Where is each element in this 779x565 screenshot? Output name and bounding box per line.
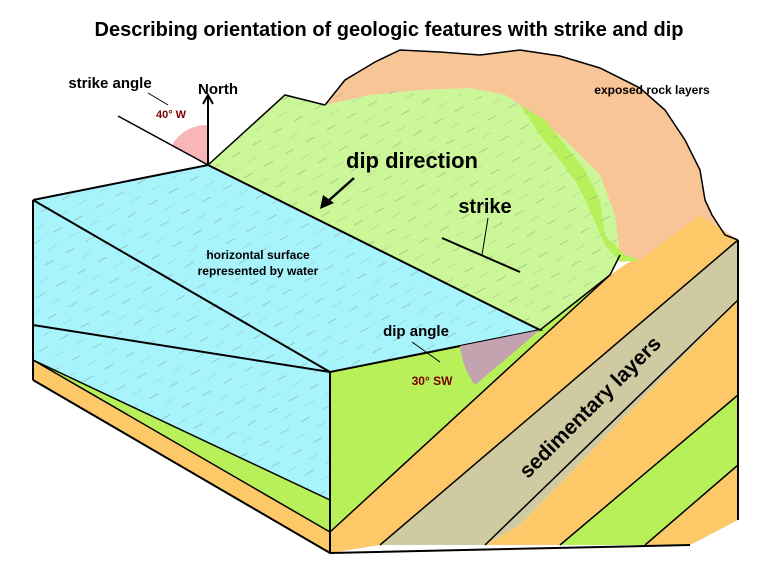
- right-layer-orange: [330, 215, 738, 553]
- strike-line: [441, 237, 521, 273]
- strike-label: strike: [458, 196, 511, 218]
- north-arrow-icon: [202, 92, 214, 105]
- dip-direction-arrow-shaft: [325, 177, 355, 204]
- outline-layer-line-1: [32, 359, 331, 501]
- north-label: North: [198, 81, 238, 98]
- right-layer-orange-2: [485, 300, 738, 545]
- horizontal-surface-label-1: horizontal surface: [206, 248, 310, 262]
- outline-layer-line-3: [329, 274, 611, 533]
- dip-angle-leader: [411, 341, 441, 363]
- strike-angle-leader: [147, 92, 169, 106]
- outline-layer-line-5: [484, 299, 739, 546]
- outline-hillside: [207, 94, 621, 331]
- hatch-overlay: [33, 90, 620, 500]
- strike-extension-line: [117, 115, 209, 166]
- outline-front-bottom: [32, 379, 691, 555]
- outline-layer-line-7: [644, 464, 739, 546]
- outline-layer-line-4: [379, 239, 739, 546]
- strike-angle-label: strike angle: [68, 75, 151, 92]
- outline-water-ridge: [32, 199, 331, 373]
- dip-direction-label: dip direction: [346, 148, 478, 173]
- outline-rock-top: [324, 49, 739, 241]
- outline-layer-line-6: [559, 394, 739, 546]
- strike-angle-wedge: [172, 124, 208, 165]
- dip-angle-value: 30° SW: [412, 374, 453, 388]
- exposed-rock-label: exposed rock layers: [594, 83, 710, 97]
- diagram-title: Describing orientation of geologic featu…: [95, 19, 684, 41]
- horizontal-surface-label-2: represented by water: [198, 264, 319, 278]
- strike-angle-value: 40° W: [156, 109, 187, 121]
- dip-angle-label: dip angle: [383, 323, 449, 340]
- strike-leader: [481, 217, 489, 256]
- front-layer-orange-lower: [33, 360, 330, 553]
- outline-layer-line-2: [32, 359, 331, 533]
- dip-direction-arrow-icon: [320, 195, 334, 209]
- dip-angle-wedge: [460, 330, 540, 385]
- exposed-rock: [325, 50, 738, 260]
